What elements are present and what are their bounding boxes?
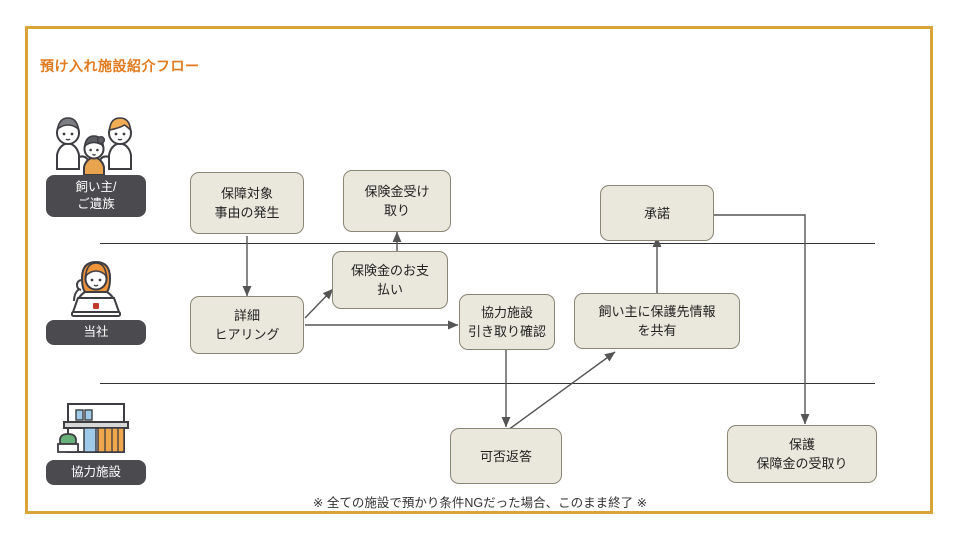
lane-label-partner: 協力施設 [46,460,146,485]
flow-node-partner-pickup-confirm[interactable]: 協力施設 引き取り確認 [459,294,555,350]
family-icon [46,113,146,176]
building-icon [46,398,146,460]
flow-node-detailed-hearing[interactable]: 詳細 ヒアリング [190,296,304,354]
page-title: 預け入れ施設紹介フロー [40,58,200,74]
flow-node-approval[interactable]: 承諾 [600,185,714,241]
lane-divider-company-partner [100,383,875,384]
lane-label-owner: 飼い主/ ご遺族 [46,175,146,217]
lane-divider-owner-company [100,243,875,244]
flow-node-availability-reply[interactable]: 可否返答 [450,428,562,484]
flow-node-receive-insurance[interactable]: 保険金受け 取り [343,170,451,232]
lane-actor-partner: 協力施設 [46,398,146,485]
flow-node-insurance-payment[interactable]: 保険金のお支 払い [332,251,448,309]
lane-actor-owner: 飼い主/ ご遺族 [46,113,146,217]
footnote-text: ※ 全ての施設で預かり条件NGだった場合、このまま終了 ※ [312,496,648,510]
flow-node-shelter-benefit-receipt[interactable]: 保護 保障金の受取り [727,425,877,483]
flow-node-share-shelter-info[interactable]: 飼い主に保護先情報 を共有 [574,293,740,349]
lane-actor-company: 当社 [46,258,146,345]
flow-node-insured-event[interactable]: 保障対象 事由の発生 [190,172,304,234]
lane-label-company: 当社 [46,320,146,345]
operator-icon [46,258,146,320]
